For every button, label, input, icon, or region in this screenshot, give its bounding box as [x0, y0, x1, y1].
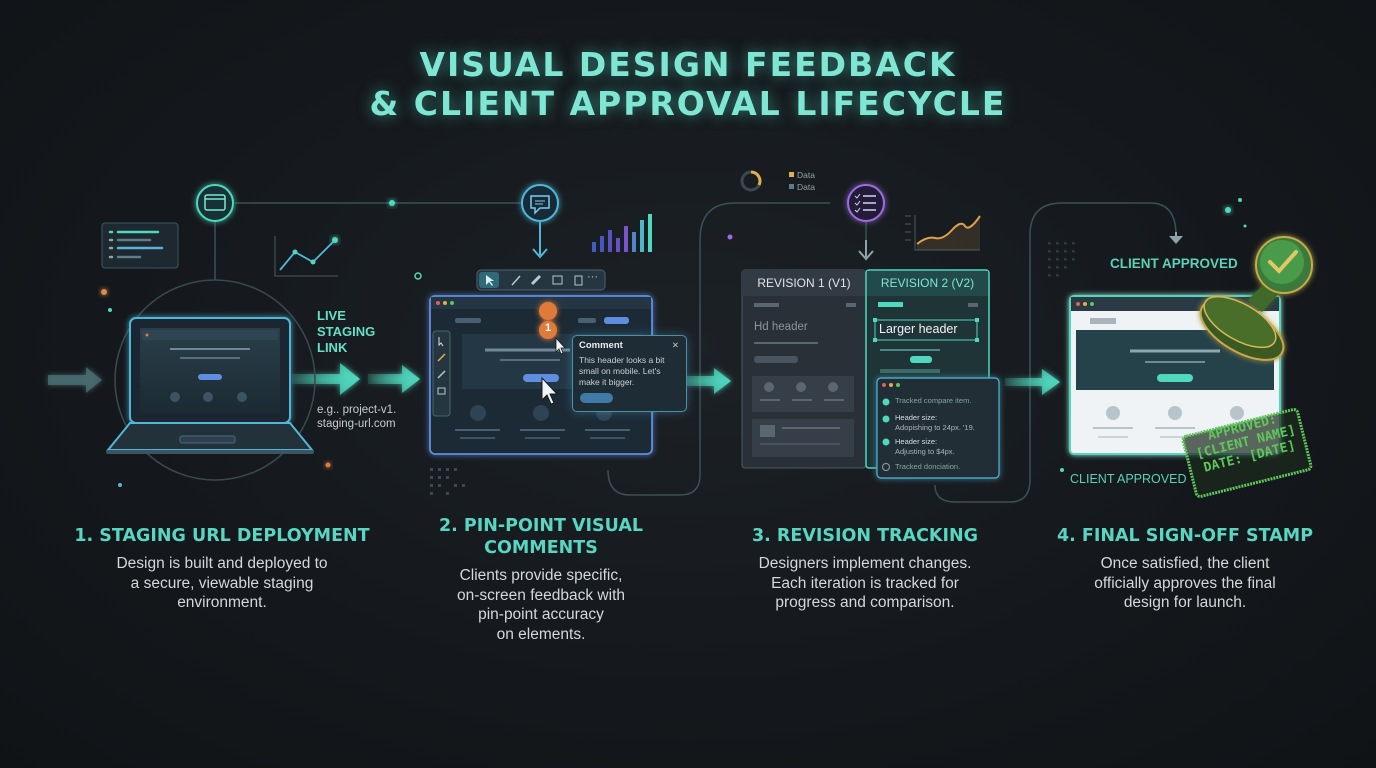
code-window	[101, 222, 179, 269]
annotation-toolbar	[476, 269, 606, 291]
step3-desc-line-2: Each iteration is tracked for	[771, 574, 959, 592]
track-item-2-title: Header size:	[895, 413, 938, 422]
down-arrow-stage2	[532, 222, 548, 259]
track-item-2-detail: Adopishing to 24px. '19.	[895, 423, 975, 432]
step2-title-line-2: COMMENTS	[484, 538, 598, 558]
tab-revision-1[interactable]: REVISION 1 (V1)	[757, 276, 851, 290]
step2-desc-line-2: on-screen feedback with	[456, 586, 625, 604]
example-line-1: e.g.. project-v1.	[317, 404, 397, 416]
step4-desc-line-3: design for launch.	[1123, 594, 1247, 611]
stage3-graphic	[740, 170, 1000, 479]
live-staging-link-label: LIVE STAGING LINK	[317, 308, 375, 356]
live-label-line-1: LIVE	[317, 308, 346, 323]
mini-area-chart	[905, 215, 981, 251]
v1-header-text: Hd header	[754, 321, 808, 333]
image-tool-icon	[552, 275, 563, 285]
comment-line-1: This header looks a bit	[579, 355, 665, 365]
flow-arrow-1b	[368, 365, 420, 393]
down-arrow-stage3	[858, 240, 874, 261]
step4-desc-line-1: Once satisfied, the client	[1100, 555, 1270, 572]
step2-title-line-1: 2. PIN-POINT VISUAL	[438, 516, 644, 536]
track-item-3-title: Header size:	[895, 437, 938, 446]
track-item-2: Header size: Adopishing to 24px. '19.	[895, 413, 975, 433]
step1-desc-line-1: Design is built and deployed to	[116, 555, 328, 572]
step4-description: Once satisfied, the client officially ap…	[1035, 554, 1335, 613]
tracking-card	[876, 377, 1000, 479]
step3-description: Designers implement changes. Each iterat…	[715, 554, 1015, 613]
pen-tool-icon	[511, 275, 521, 286]
comment-line-2: small on mobile. Let's	[579, 366, 661, 376]
step2-desc-line-4: on elements.	[496, 625, 586, 643]
track-item-1: Tracked compare item.	[895, 396, 972, 405]
step3-title: 3. REVISION TRACKING	[751, 526, 978, 546]
client-approved-top: CLIENT APPROVED	[1110, 256, 1238, 271]
step1-desc-line-3: environment.	[177, 594, 267, 611]
close-icon[interactable]: ✕	[671, 340, 679, 350]
step1-title: 1. STAGING URL DEPLOYMENT	[74, 526, 370, 546]
tab-revision-2[interactable]: REVISION 2 (V2)	[880, 276, 975, 290]
comment-submit-button[interactable]	[580, 393, 613, 403]
client-approved-bottom: CLIENT APPROVED	[1070, 472, 1187, 486]
stage4-graphic	[1048, 236, 1313, 499]
comment-body: This header looks a bit small on mobile.…	[579, 355, 665, 388]
step3-desc-line-3: progress and comparison.	[775, 594, 955, 611]
eraser-tool-icon	[530, 274, 542, 286]
live-label-line-3: LINK	[317, 340, 348, 355]
laptop	[105, 317, 315, 454]
main-title-line-1: VISUAL DESIGN FEEDBACK	[419, 45, 957, 84]
browser-icon	[196, 184, 234, 222]
trash-tool-icon	[574, 275, 583, 286]
approval-stamp-icon	[1199, 236, 1313, 361]
step1-description: Design is built and deployed to a secure…	[72, 554, 372, 613]
connector-lines	[214, 202, 1177, 503]
live-label-line-2: STAGING	[317, 324, 376, 339]
staging-url-example: e.g.. project-v1. staging-url.com	[317, 403, 396, 431]
step2-title: 2. PIN-POINT VISUAL COMMENTS	[400, 515, 682, 559]
flow-arrow-1a	[292, 363, 360, 395]
comment-popup[interactable]: Comment ✕ This header looks a bit small …	[572, 335, 687, 412]
cursor-icon	[541, 376, 559, 405]
step4-title: 4. FINAL SIGN-OFF STAMP	[1056, 526, 1314, 546]
flow-arrow-2	[680, 368, 731, 394]
step2-description: Clients provide specific, on-screen feed…	[400, 566, 682, 644]
flow-arrows	[48, 363, 1060, 395]
flow-arrow-in	[48, 367, 102, 393]
comment-title: Comment	[579, 340, 623, 351]
mini-line-chart	[274, 236, 338, 277]
step2-desc-line-1: Clients provide specific,	[459, 567, 623, 584]
example-line-2: staging-url.com	[317, 418, 396, 430]
flow-arrow-3	[1005, 369, 1060, 395]
chat-bubble-icon	[521, 184, 559, 222]
approved-stamp-imprint	[1181, 407, 1313, 499]
track-item-3-detail: Adjusting to $4px.	[895, 447, 955, 456]
comment-line-3: make it bigger.	[579, 377, 635, 387]
legend-data-2: Data	[797, 182, 815, 192]
track-item-4: Tracked donciation.	[895, 462, 961, 471]
decor-dots	[101, 198, 1247, 487]
stage1-graphic	[101, 184, 338, 481]
track-item-3: Header size: Adjusting to $4px.	[895, 437, 955, 457]
mini-bar-chart	[592, 214, 652, 252]
step4-desc-line-2: officially approves the final	[1094, 574, 1276, 592]
step1-desc-line-2: a secure, viewable staging	[130, 574, 314, 592]
comment-pin	[539, 302, 558, 348]
legend-data-1: Data	[797, 170, 815, 180]
more-tools-icon[interactable]: ···	[587, 271, 598, 283]
pin-number[interactable]: 1	[544, 322, 552, 334]
step2-desc-line-3: pin-point accuracy	[478, 606, 604, 623]
step3-desc-line-1: Designers implement changes.	[758, 555, 972, 572]
v2-header-text: Larger header	[879, 322, 958, 336]
larger-header-highlight	[874, 319, 978, 341]
main-title-line-2: & CLIENT APPROVAL LIFECYCLE	[369, 84, 1007, 123]
